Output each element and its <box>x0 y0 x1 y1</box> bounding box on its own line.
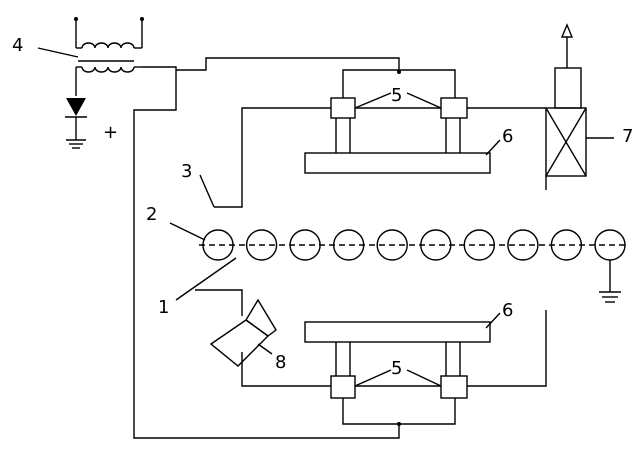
label-8: 8 <box>275 352 286 373</box>
label-5-top: 5 <box>391 85 402 106</box>
roller-row <box>199 229 629 261</box>
label-6-top: 6 <box>502 126 513 147</box>
top-electrode-holders <box>330 97 468 153</box>
roller <box>507 229 539 261</box>
label-4: 4 <box>12 35 23 56</box>
ground-symbol-left <box>66 139 86 149</box>
roller <box>550 229 583 261</box>
label-6-bottom: 6 <box>502 300 513 321</box>
roller <box>376 229 408 261</box>
label-5-bottom: 5 <box>391 358 402 379</box>
roller <box>202 229 234 261</box>
label-2: 2 <box>146 204 157 225</box>
bottom-guide-bar <box>304 321 491 343</box>
wiring <box>133 57 547 439</box>
leader-lines <box>37 47 501 387</box>
label-7: 7 <box>622 126 633 147</box>
bottom-electrode-holders <box>330 342 468 399</box>
roller <box>245 229 278 261</box>
plus-sign: + <box>103 122 118 143</box>
label-1: 1 <box>158 297 169 318</box>
transformer <box>74 17 144 73</box>
label-3: 3 <box>181 161 192 182</box>
exhaust-device <box>545 23 614 190</box>
ground-symbol-right <box>599 260 621 303</box>
roller <box>420 229 452 261</box>
diode <box>65 67 87 140</box>
spray-nozzle <box>209 298 277 367</box>
top-guide-bar <box>304 152 491 174</box>
